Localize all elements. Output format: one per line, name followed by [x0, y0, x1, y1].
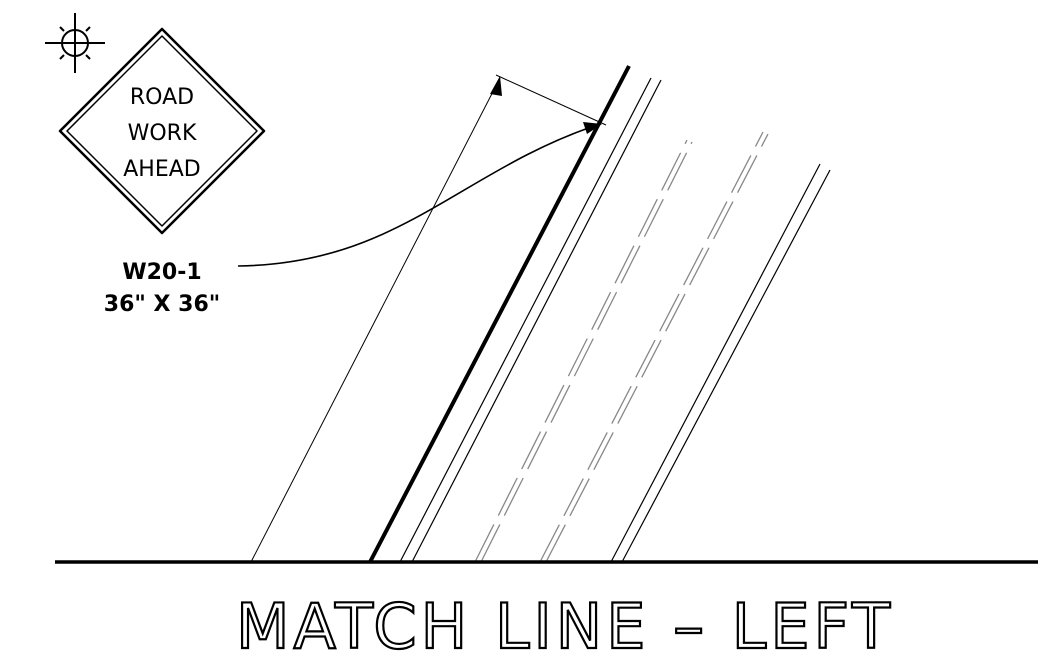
- match-line-label: MATCH LINE – LEFT: [236, 590, 894, 663]
- road-edge-line: [368, 65, 631, 563]
- dimension-line: [250, 77, 501, 563]
- sign-line-2: WORK: [128, 121, 197, 146]
- shoulder-line-1: [399, 77, 652, 563]
- sign-line-3: AHEAD: [123, 157, 200, 182]
- far-edge-line-1: [610, 163, 821, 563]
- road-work-ahead-sign: ROAD WORK AHEAD: [58, 27, 266, 235]
- sign-line-1: ROAD: [130, 85, 194, 110]
- dimension-arrowhead: [490, 76, 502, 96]
- sign-inner-border: [66, 35, 258, 227]
- sign-outer-border: [58, 27, 266, 235]
- sign-leader-curve: [237, 123, 601, 267]
- lane-line-dashed-1: [474, 139, 693, 563]
- shoulder-line-2: [411, 79, 662, 563]
- dimension-extension: [495, 74, 607, 126]
- flashing-light-icon: [45, 13, 105, 73]
- lane-line-dashed-2: [539, 131, 769, 563]
- far-edge-line-2: [621, 169, 831, 563]
- sign-size-label: 36" X 36": [104, 292, 220, 317]
- sign-code-label: W20-1: [122, 260, 201, 285]
